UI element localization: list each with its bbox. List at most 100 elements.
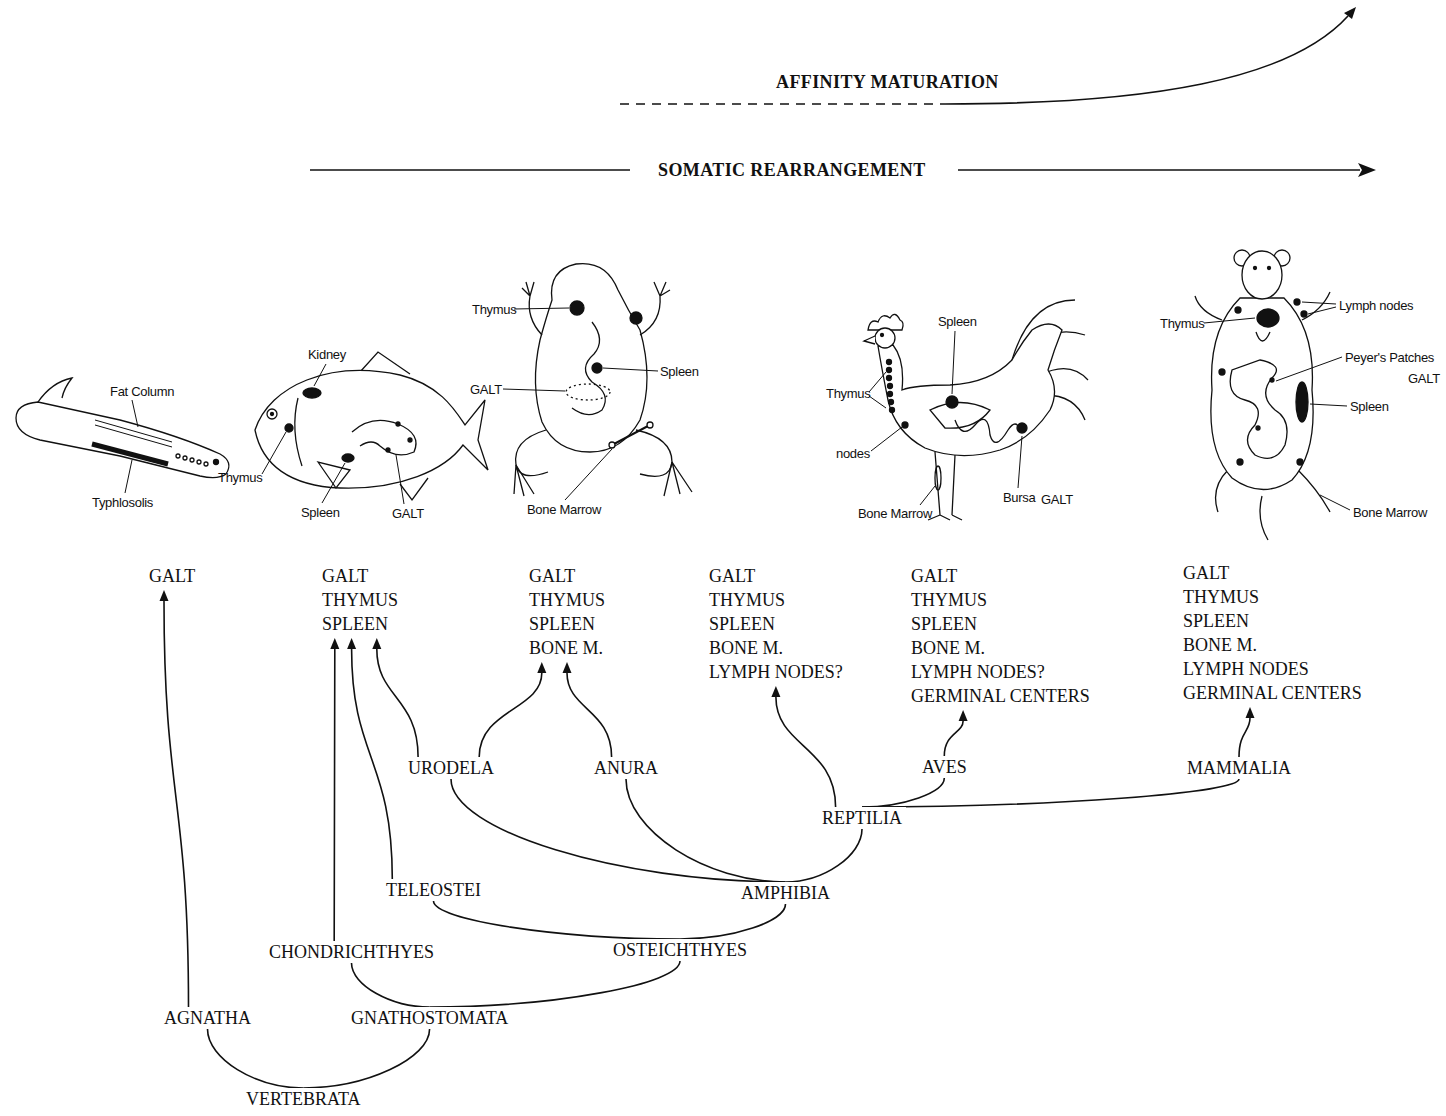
frog-figure-part bbox=[535, 264, 647, 452]
node-text: URODELA bbox=[408, 758, 494, 778]
node-text: OSTEICHTHYES bbox=[613, 940, 747, 960]
organ-list: GALTTHYMUSSPLEENBONE M. bbox=[525, 562, 609, 662]
mouse-figure-part bbox=[1268, 267, 1271, 270]
rooster-figure-part bbox=[1018, 436, 1022, 488]
organ-label: Peyer's Patches bbox=[1345, 350, 1434, 365]
connector-line bbox=[862, 778, 944, 807]
fish-figure-part bbox=[285, 424, 293, 432]
node-text: AGNATHA bbox=[164, 1008, 251, 1028]
connector-line bbox=[377, 649, 418, 757]
taxon-label: URODELA bbox=[404, 757, 498, 779]
rooster-figure-part bbox=[875, 328, 895, 348]
organ-label: nodes bbox=[836, 446, 870, 461]
connector-line bbox=[786, 829, 863, 882]
rooster-figure-part bbox=[955, 419, 1020, 442]
frog-figure-part bbox=[614, 426, 648, 444]
node-text: SPLEEN bbox=[529, 612, 605, 636]
mouse-figure-part bbox=[1310, 404, 1347, 406]
organ-label: GALT bbox=[470, 382, 502, 397]
arrow-connector bbox=[347, 638, 392, 879]
frog-figure-part bbox=[630, 312, 642, 324]
node-text: BONE M. bbox=[911, 636, 1090, 660]
mouse-figure-part bbox=[1237, 459, 1243, 465]
trend-arrows-part bbox=[1358, 163, 1376, 177]
frog-figure-part bbox=[565, 449, 612, 500]
lamprey-figure-part bbox=[16, 402, 229, 478]
connector-line bbox=[352, 963, 430, 1007]
tree-branch bbox=[430, 961, 680, 1007]
fish-figure-part bbox=[396, 422, 400, 426]
fish-figure-part bbox=[295, 398, 302, 466]
fish-figure-part bbox=[303, 388, 321, 398]
organ-label: Fat Column bbox=[110, 384, 174, 399]
mouse-figure-part bbox=[1254, 267, 1257, 270]
taxon-label: AVES bbox=[918, 756, 971, 778]
lamprey-figure-part bbox=[95, 425, 172, 447]
frog-figure-part bbox=[572, 322, 605, 415]
organ-list: GALTTHYMUSSPLEEN bbox=[318, 562, 402, 638]
connector-line bbox=[479, 673, 542, 757]
node-text: THYMUS bbox=[1183, 585, 1362, 609]
rooster-figure-part bbox=[902, 422, 908, 428]
arrow-connector bbox=[1239, 707, 1255, 757]
organ-label: Bone Marrow bbox=[1353, 505, 1427, 520]
taxon-label: OSTEICHTHYES bbox=[609, 939, 751, 961]
tree-branch bbox=[303, 1029, 429, 1088]
mouse-figure-part bbox=[1296, 382, 1308, 422]
rooster-figure-part bbox=[930, 403, 990, 429]
lamprey-figure-part bbox=[176, 454, 180, 458]
connector-line bbox=[303, 1029, 429, 1088]
fish-figure-part bbox=[262, 432, 286, 474]
arrow-connector bbox=[160, 590, 189, 1007]
rooster-figure-part bbox=[878, 324, 1062, 456]
rooster-figure-part bbox=[887, 368, 892, 373]
rooster-figure-part bbox=[881, 334, 884, 337]
frog-figure bbox=[503, 264, 692, 500]
node-text: BONE M. bbox=[1183, 633, 1362, 657]
organ-label: Thymus bbox=[826, 386, 870, 401]
rooster-figure-part bbox=[889, 400, 894, 405]
fish-figure-part bbox=[386, 448, 390, 452]
organ-label: Bursa bbox=[1003, 490, 1035, 505]
arrow-head bbox=[1246, 707, 1255, 718]
trend-arrows-part bbox=[958, 169, 1360, 171]
organ-label: Thymus bbox=[472, 302, 516, 317]
organ-list: GALTTHYMUSSPLEENBONE M.LYMPH NODESGERMIN… bbox=[1179, 559, 1366, 707]
rooster-figure-part bbox=[1017, 423, 1027, 433]
node-text: GERMINAL CENTERS bbox=[1183, 681, 1362, 705]
node-text: GALT bbox=[529, 564, 605, 588]
connector-line bbox=[451, 779, 786, 882]
arrow-head bbox=[959, 710, 968, 721]
arrow-head bbox=[330, 638, 339, 649]
rooster-figure-part bbox=[890, 408, 895, 413]
connector-line bbox=[776, 697, 836, 807]
mouse-figure-part bbox=[1235, 307, 1241, 313]
trend-arrows-part bbox=[310, 169, 630, 171]
frog-figure-part bbox=[570, 301, 584, 315]
fish-figure-part bbox=[400, 478, 428, 500]
rooster-figure-part bbox=[864, 336, 875, 344]
organ-label: Spleen bbox=[1350, 399, 1389, 414]
arrow-connector bbox=[330, 638, 339, 941]
connector-line bbox=[626, 779, 786, 882]
trend-arrows-part bbox=[620, 103, 945, 105]
tree-branch bbox=[352, 963, 430, 1007]
taxon-label: ANURA bbox=[590, 757, 662, 779]
arrow-connector bbox=[372, 638, 418, 757]
organ-list: GALTTHYMUSSPLEENBONE M.LYMPH NODES? bbox=[705, 562, 847, 686]
rooster-figure-part bbox=[869, 372, 886, 408]
taxon-label: TELEOSTEI bbox=[382, 879, 485, 901]
mouse-figure-part bbox=[1219, 369, 1225, 375]
fish-figure-part bbox=[396, 455, 404, 504]
mouse-figure bbox=[1195, 250, 1350, 540]
frog-figure-part bbox=[664, 462, 692, 496]
fish-figure-part bbox=[318, 462, 350, 488]
node-text: GALT bbox=[1183, 561, 1362, 585]
mouse-figure-part bbox=[1301, 311, 1307, 317]
mouse-figure-part bbox=[1256, 332, 1270, 341]
fish-figure-part bbox=[314, 364, 326, 386]
organ-label: Spleen bbox=[938, 314, 977, 329]
node-text: GALT bbox=[709, 564, 843, 588]
mouse-figure-part bbox=[1294, 299, 1300, 305]
rooster-figure-part bbox=[887, 376, 892, 381]
